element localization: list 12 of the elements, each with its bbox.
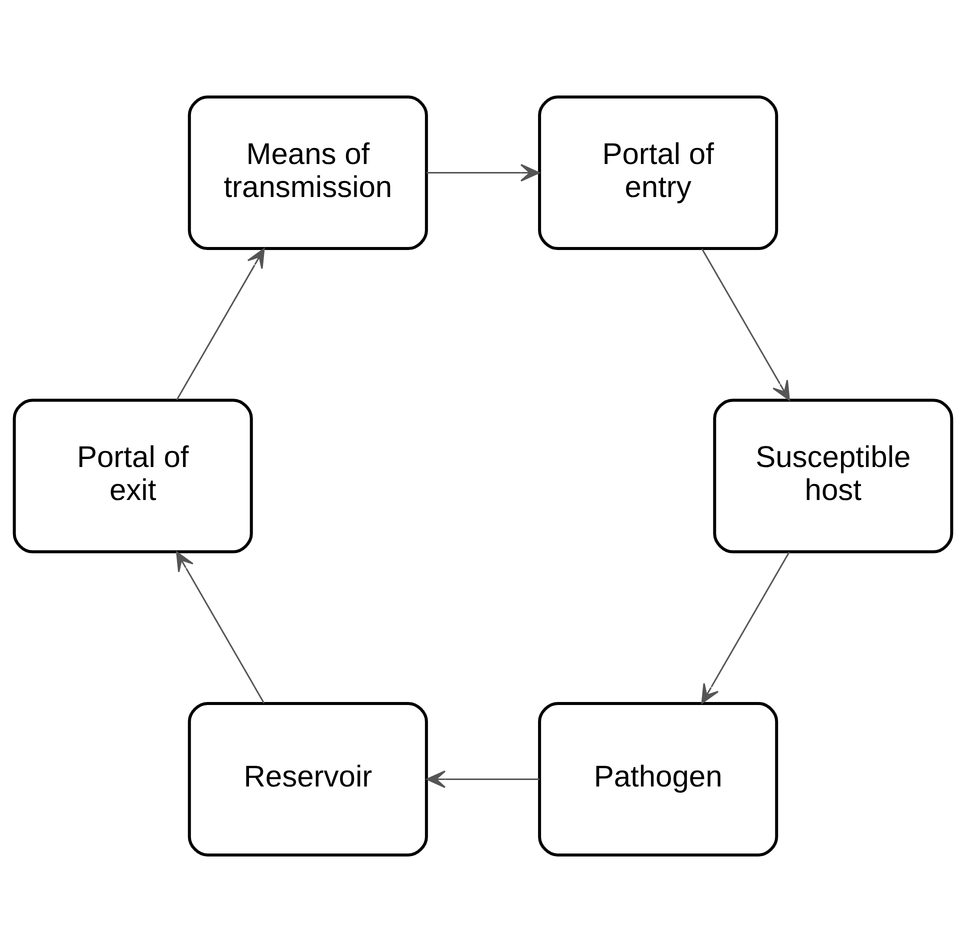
- arrow: [176, 248, 265, 400]
- node-box: Susceptible host: [713, 398, 954, 553]
- arrow: [426, 770, 540, 788]
- arrow: [701, 248, 790, 400]
- node-box: Reservoir: [188, 701, 428, 856]
- arrow: [701, 551, 790, 704]
- node-box: Portal of entry: [538, 95, 778, 250]
- node-box: Portal of exit: [12, 398, 253, 553]
- arrow: [176, 550, 265, 703]
- arrow: [426, 163, 540, 182]
- node-box: Means of transmission: [188, 95, 428, 250]
- node-box: Pathogen: [538, 701, 778, 856]
